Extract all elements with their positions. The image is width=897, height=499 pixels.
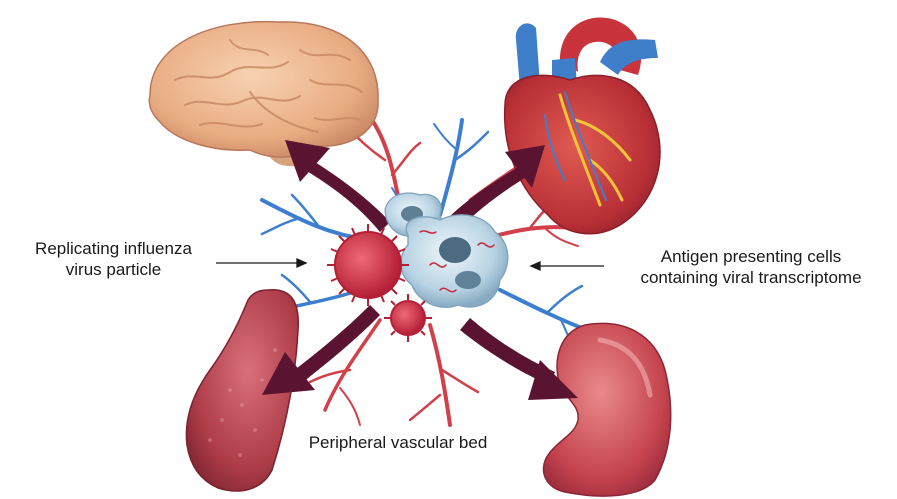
label-vascular-bed: Peripheral vascular bed — [278, 432, 518, 453]
virus-particle-small — [384, 294, 432, 342]
label-influenza-line2: virus particle — [6, 259, 221, 280]
label-antigen-line1: Antigen presenting cells — [606, 246, 896, 267]
pointer-to-virus — [216, 259, 306, 267]
heart-illustration — [505, 18, 660, 234]
virus-particle-large — [327, 224, 409, 306]
pointer-to-antigen-cell — [531, 262, 604, 270]
label-antigen-cells: Antigen presenting cells containing vira… — [606, 246, 896, 288]
kidney-illustration — [543, 323, 670, 496]
label-influenza-line1: Replicating influenza — [6, 238, 221, 259]
label-antigen-line2: containing viral transcriptome — [606, 267, 896, 288]
brain-illustration — [149, 22, 378, 167]
label-influenza-virus: Replicating influenza virus particle — [6, 238, 221, 280]
